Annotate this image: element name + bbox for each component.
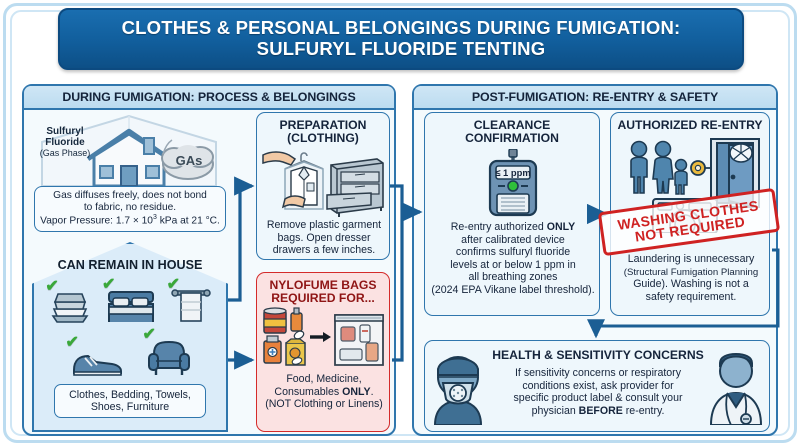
check-icon: ✔: [45, 278, 59, 295]
check-icon: ✔: [166, 276, 181, 293]
authorized-body-line-2: (Structural Fumigation Planning: [623, 266, 759, 278]
gas-note-line-2: to fabric, no residue.: [83, 202, 177, 214]
panel-right-header-label: POST-FUMIGATION: RE-ENTRY & SAFETY: [471, 90, 719, 104]
card-clearance-confirmation: CLEARANCE CONFIRMATION ≤ 1 ppm Re-entry …: [424, 112, 600, 316]
nylofume-body-line-2-pre: Consumables: [274, 385, 343, 398]
card-preparation: PREPARATION (CLOTHING): [256, 112, 390, 260]
remain-caption: Clothes, Bedding, Towels, Shoes, Furnitu…: [54, 384, 206, 418]
nylofume-title-line-2: REQUIRED FOR...: [271, 291, 375, 306]
clearance-body-line-6: (2024 EPA Vikane label threshold).: [431, 283, 595, 296]
nylofume-title-line-1: NYLOFUME BAGS: [269, 278, 377, 292]
clearance-device-illustration: ≤ 1 ppm: [425, 149, 601, 217]
nylofume-body: Food, Medicine, Consumables ONLY. (NOT C…: [260, 373, 388, 411]
remain-icon-row-2: ✔ ✔: [32, 326, 228, 378]
clearance-body-line-1-pre: Re-entry authorized: [450, 221, 547, 233]
tent-label-line-2: Fluoride: [45, 137, 85, 149]
check-icon: ✔: [65, 334, 79, 351]
clearance-body-only: ONLY: [546, 221, 576, 233]
clearance-body: Re-entry authorized ONLY after calibrate…: [430, 221, 596, 296]
authorized-body-line-3: Guide). Washing is not a: [633, 278, 749, 290]
shoe-icon: ✔: [66, 334, 124, 378]
panel-left-header: DURING FUMIGATION: PROCESS & BELONGINGS: [24, 86, 394, 110]
towel-rack-icon: ✔: [167, 276, 211, 324]
preparation-title-line-1: PREPARATION: [279, 118, 367, 132]
health-body-line-4-pre: physician: [531, 404, 579, 417]
armchair-icon: ✔: [143, 326, 191, 378]
doctor-icon: [705, 351, 767, 426]
tent-illustration: Sulfuryl Fluoride (Gas Phase) GAs: [36, 112, 222, 188]
health-body-line-1: If sensitivity concerns or respiratory: [514, 367, 682, 379]
tent-gas-label: Sulfuryl Fluoride (Gas Phase): [39, 126, 91, 158]
gas-note-line-3-suffix: kPa at 21 °C.: [156, 215, 220, 227]
health-body-before: BEFORE: [578, 404, 623, 417]
respirator-person-icon: [429, 351, 487, 426]
gas-diffusion-note: Gas diffuses freely, does not bond to fa…: [34, 186, 226, 232]
health-body-line-3: specific product label & consult your: [513, 392, 683, 404]
clearance-title: CLEARANCE CONFIRMATION: [425, 118, 599, 146]
preparation-illustration: [261, 147, 387, 217]
bed-icon: ✔: [102, 276, 156, 324]
preparation-body-line-2: bags. Open dresser: [277, 231, 371, 244]
health-title: HEALTH & SENSITIVITY CONCERNS: [492, 348, 704, 362]
title-banner: CLOTHES & PERSONAL BELONGINGS DURING FUM…: [58, 8, 744, 70]
authorized-body: Laundering is unnecessary (Structural Fu…: [615, 253, 767, 303]
title-line-2: SULFURYL FLUORIDE TENTING: [256, 38, 546, 59]
nylofume-body-line-2-post: .: [370, 385, 374, 398]
authorized-body-line-1: Laundering is unnecessary: [627, 253, 755, 265]
preparation-title: PREPARATION (CLOTHING): [257, 118, 389, 146]
remain-icon-row-1: ✔ ✔ ✔: [32, 276, 228, 324]
health-body-line-4-post: re-entry.: [622, 404, 665, 417]
card-nylofume-bags: NYLOFUME BAGS REQUIRED FOR...: [256, 272, 390, 432]
nylofume-title: NYLOFUME BAGS REQUIRED FOR...: [257, 278, 389, 306]
remain-title: CAN REMAIN IN HOUSE: [57, 258, 203, 272]
authorized-body-line-4: safety requirement.: [645, 290, 737, 303]
title-line-1: CLOTHES & PERSONAL BELONGINGS DURING FUM…: [121, 17, 681, 39]
preparation-body: Remove plastic garment bags. Open dresse…: [261, 219, 387, 257]
clearance-body-line-5: all breathing zones: [468, 271, 558, 283]
panel-left-header-label: DURING FUMIGATION: PROCESS & BELONGINGS: [62, 90, 356, 104]
gas-note-exponent: 3: [152, 214, 157, 222]
remain-caption-line-2: Shoes, Furniture: [90, 401, 170, 413]
gas-cloud-label: GAs: [175, 153, 203, 168]
panel-right-header: POST-FUMIGATION: RE-ENTRY & SAFETY: [414, 86, 776, 110]
page-title: CLOTHES & PERSONAL BELONGINGS DURING FUM…: [112, 18, 691, 59]
preparation-body-line-1: Remove plastic garment: [266, 219, 382, 231]
folded-clothes-icon: ✔: [45, 278, 91, 324]
nylofume-body-line-3: (NOT Clothing or Linens): [265, 398, 383, 410]
clearance-body-line-3: confirms sulfuryl fluoride: [455, 246, 571, 258]
nylofume-body-only: ONLY: [342, 385, 371, 398]
gas-note-line-1: Gas diffuses freely, does not bond: [53, 190, 207, 202]
preparation-body-line-3: drawers a few inches.: [272, 244, 376, 256]
clearance-body-line-4: levels at or below 1 ppm in: [450, 258, 576, 271]
tent-label-line-1: Sulfuryl: [46, 126, 84, 137]
health-body: If sensitivity concerns or respiratory c…: [483, 367, 713, 417]
nylofume-illustration: [261, 307, 387, 369]
nylofume-body-line-1: Food, Medicine,: [286, 373, 362, 385]
card-health-sensitivity: HEALTH & SENSITIVITY CONCERNS If sensiti…: [424, 340, 770, 432]
remain-caption-line-1: Clothes, Bedding, Towels,: [69, 388, 191, 401]
clearance-body-line-2: after calibrated device: [461, 233, 565, 246]
can-remain-in-house-block: CAN REMAIN IN HOUSE ✔ ✔: [32, 242, 228, 432]
tent-label-line-3: (Gas Phase): [39, 148, 91, 159]
gas-note-text: Gas diffuses freely, does not bond to fa…: [37, 190, 223, 227]
gas-note-line-3-prefix: Vapor Pressure: 1.7 × 10: [40, 215, 153, 227]
preparation-title-line-2: (CLOTHING): [287, 131, 359, 146]
remain-caption-text: Clothes, Bedding, Towels, Shoes, Furnitu…: [69, 389, 191, 414]
check-icon: ✔: [101, 276, 116, 293]
check-icon: ✔: [142, 326, 156, 343]
clearance-title-line-1: CLEARANCE: [473, 118, 551, 132]
clearance-title-line-2: CONFIRMATION: [465, 131, 559, 146]
health-body-line-2: conditions exist, ask provider for: [522, 379, 674, 392]
authorized-title: AUTHORIZED RE-ENTRY: [617, 118, 763, 132]
